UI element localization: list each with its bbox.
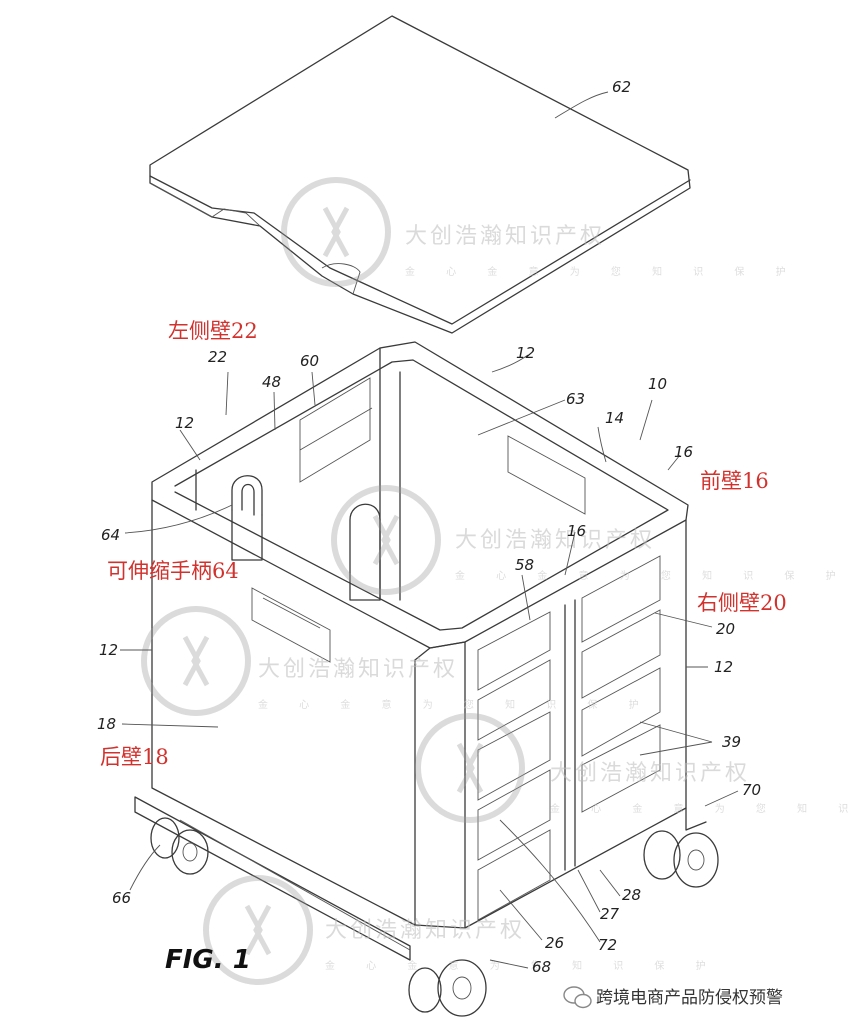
ref-60: 60: [300, 352, 319, 370]
watermark-text-2: 大创浩瀚知识产权: [455, 528, 655, 553]
watermark-sub-1: 金 心 金 意 为 您 知 识 保 护: [405, 265, 800, 278]
ref-12-left-side: 12: [99, 641, 118, 659]
ref-12-top-back: 12: [516, 344, 535, 362]
caster-70: [643, 807, 719, 888]
ref-16-hinge: 16: [567, 522, 586, 540]
ref-70: 70: [742, 781, 761, 799]
ref-27: 27: [600, 905, 620, 923]
watermark-text-1: 大创浩瀚知识产权: [405, 224, 605, 249]
ref-14: 14: [605, 409, 624, 427]
ref-58: 58: [515, 556, 534, 574]
ref-26: 26: [545, 934, 564, 952]
watermark-logo-2: [331, 485, 441, 595]
watermark-sub-4: 金 心 金 意 为 您 知 识 保 护: [550, 802, 851, 815]
caster-66: [150, 817, 209, 875]
wechat-icon: [563, 986, 592, 1009]
annotation-rear-wall: 后壁18: [100, 745, 169, 769]
annotation-right-side-wall: 右侧壁20: [697, 591, 787, 615]
watermark-text-5: 大创浩瀚知识产权: [325, 918, 525, 943]
ref-66: 66: [112, 889, 131, 907]
watermark-sub-5: 金 心 金 意 为 您 知 识 保 护: [325, 959, 720, 972]
ref-64: 64: [101, 526, 120, 544]
ref-22: 22: [208, 348, 227, 366]
watermark-text-4: 大创浩瀚知识产权: [550, 761, 750, 786]
annotation-retractable-handle: 可伸缩手柄64: [107, 559, 239, 583]
ref-16-front: 16: [674, 443, 693, 461]
watermark-sub-2: 金 心 金 意 为 您 知 识 保 护: [455, 569, 850, 582]
ref-39: 39: [722, 733, 741, 751]
figure-label: FIG. 1: [165, 945, 251, 975]
ref-18: 18: [97, 715, 116, 733]
leader-lines: [120, 91, 739, 969]
annotation-left-side-wall: 左侧壁22: [168, 319, 258, 343]
ref-12-left-top: 12: [175, 414, 194, 432]
watermark-logo-1: [281, 177, 391, 287]
ref-10: 10: [648, 375, 667, 393]
watermark-logo-4: [415, 713, 525, 823]
ref-63: 63: [566, 390, 585, 408]
watermark-text-3: 大创浩瀚知识产权: [258, 657, 458, 682]
watermark-logo-3: [141, 606, 251, 716]
lid-62: [149, 15, 691, 334]
base-and-casters: [134, 796, 719, 1017]
ref-12-right-side: 12: [714, 658, 733, 676]
ref-28: 28: [622, 886, 641, 904]
ref-20: 20: [716, 620, 735, 638]
ref-62: 62: [612, 78, 631, 96]
cart-body: [151, 341, 689, 929]
caster-68: [408, 959, 487, 1017]
watermark-sub-3: 金 心 金 意 为 您 知 识 保 护: [258, 698, 653, 711]
ref-48: 48: [262, 373, 281, 391]
footer-channel-name: 跨境电商产品防侵权预警: [596, 988, 783, 1008]
retractable-handle-64: [231, 475, 381, 601]
ref-72: 72: [598, 936, 617, 954]
ref-68: 68: [532, 958, 551, 976]
annotation-front-wall: 前壁16: [700, 469, 769, 493]
watermark-logo-5: [203, 875, 313, 985]
